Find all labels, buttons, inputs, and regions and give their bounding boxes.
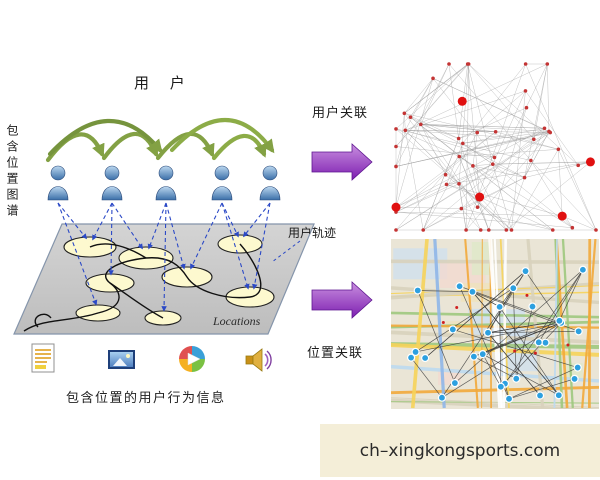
image-icon (108, 350, 135, 369)
users-label: 用 户 (134, 74, 193, 92)
trajectory-paths (23, 243, 262, 332)
user-association-arrow (311, 143, 373, 181)
locations-label: Locations (213, 314, 261, 328)
media-player-icon (179, 346, 205, 372)
user-association-label: 用户关联 (312, 106, 369, 121)
location-map (391, 239, 599, 409)
person-icon (155, 165, 177, 201)
behavior-caption: 包含位置的用户行为信息 (66, 391, 226, 406)
document-icon (31, 343, 55, 373)
user-location-arrows (57, 202, 301, 312)
user-trajectory-label: 用户轨迹 (288, 226, 337, 240)
user-network-graph (388, 56, 600, 236)
location-association-arrow (311, 281, 373, 319)
person-icon (211, 165, 233, 201)
person-icon (47, 165, 69, 201)
location-association-label: 位置关联 (307, 346, 364, 361)
social-arcs (45, 117, 275, 163)
location-graph-vertical-label: 包含位置图谱 (5, 124, 19, 220)
user-icons-row (47, 165, 281, 201)
watermark-banner: ch–xingkongsports.com (320, 424, 600, 477)
speaker-icon (245, 348, 272, 372)
person-icon (259, 165, 281, 201)
person-icon (101, 165, 123, 201)
